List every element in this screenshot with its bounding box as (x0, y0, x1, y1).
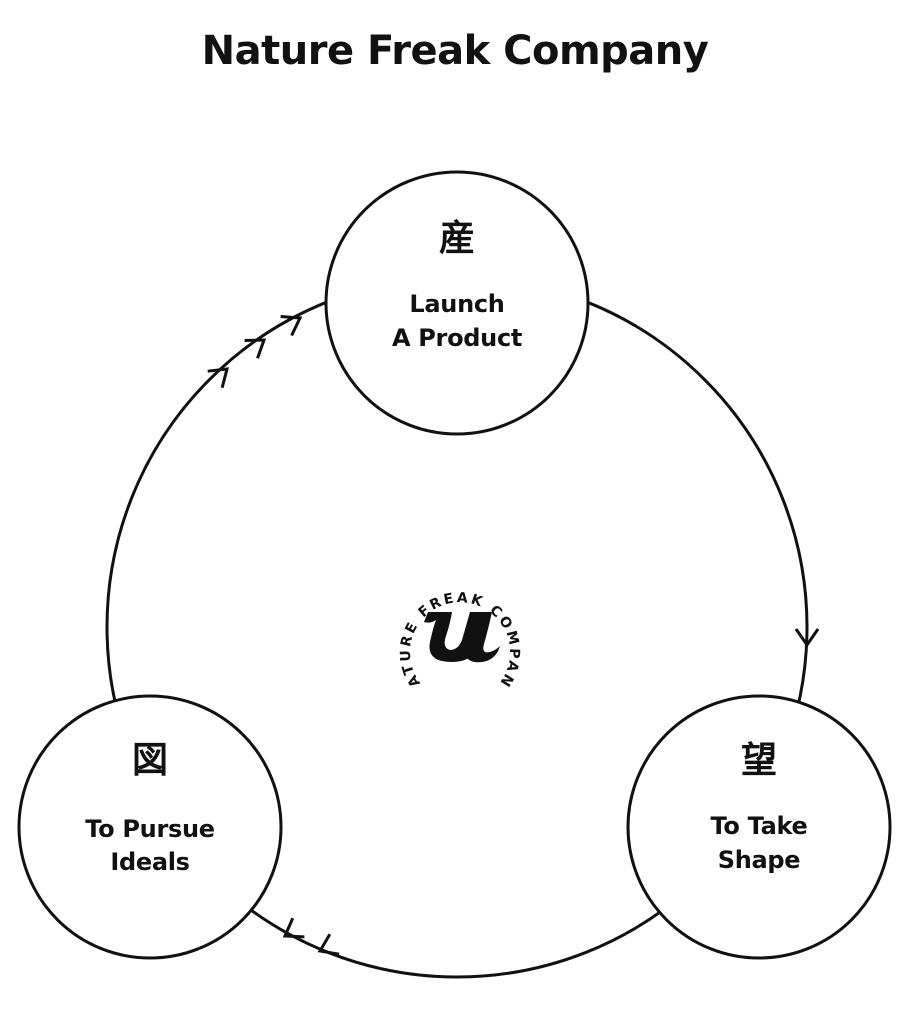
page-title: Nature Freak Company (201, 28, 709, 74)
node-label-line1: To Take (711, 812, 808, 840)
node-to-take-shape: 望 To Take Shape (626, 694, 892, 960)
node-label-line2: Shape (718, 846, 801, 874)
chevron-arrow-icon (244, 338, 267, 359)
chevron-arrow-icon (794, 628, 820, 648)
node-label-line1: Launch (409, 290, 504, 318)
node-circle (626, 694, 892, 960)
node-kanji: 産 (439, 218, 475, 259)
node-to-pursue-ideals: 図 To Pursue Ideals (17, 694, 283, 960)
u-monogram-icon (424, 612, 500, 663)
chevron-arrow-icon (280, 314, 303, 337)
node-launch-a-product: 産 Launch A Product (324, 170, 590, 436)
node-label-line2: A Product (392, 324, 522, 352)
node-circle (324, 170, 590, 436)
chevron-arrow-icon (207, 367, 229, 389)
chevron-arrow-icon (282, 917, 305, 939)
chevron-arrow-icon (317, 933, 340, 956)
node-kanji: 望 (741, 740, 777, 781)
node-kanji: 図 (132, 740, 168, 781)
node-circle (17, 694, 283, 960)
node-label-line2: Ideals (110, 848, 189, 876)
node-label-line1: To Pursue (85, 815, 215, 843)
